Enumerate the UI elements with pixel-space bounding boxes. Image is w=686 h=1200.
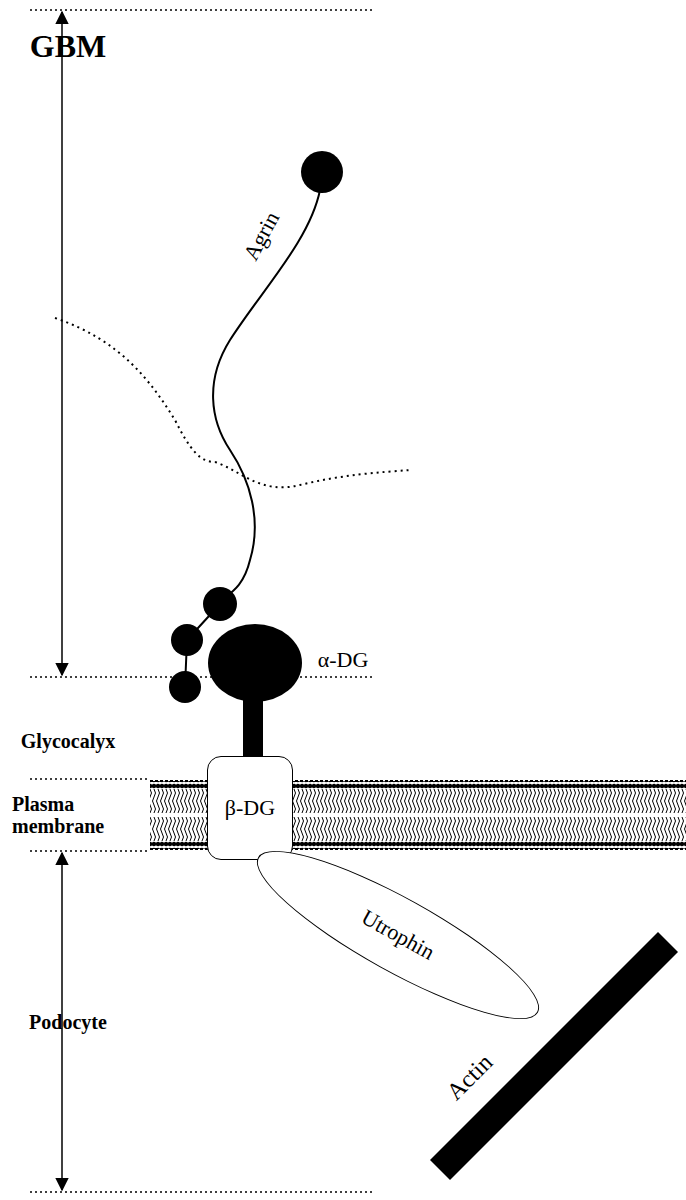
part-label: Agrin xyxy=(239,208,284,265)
agrin-domain xyxy=(203,587,237,621)
part-label: GBM xyxy=(30,29,106,64)
gbm-arrow xyxy=(61,12,63,675)
protein-name: Utrophin xyxy=(357,904,439,965)
agrin-strand xyxy=(213,190,320,600)
part-label: Glycocalyx xyxy=(21,730,115,752)
protein-box: β-DG xyxy=(207,756,293,860)
level-lines xyxy=(30,10,372,1192)
protein-name: β-DG xyxy=(225,795,275,821)
protein-ellipse: Utrophin xyxy=(240,825,556,1045)
part-label: Podocyte xyxy=(29,1011,107,1033)
agrin-domain xyxy=(169,671,201,703)
part-label: Actin xyxy=(442,1049,498,1105)
matrix-fibre xyxy=(55,318,412,487)
agrin-domain xyxy=(171,624,203,656)
agrin-head xyxy=(301,151,343,193)
part-label: Plasma membrane xyxy=(12,793,132,837)
part-label: α-DG xyxy=(318,648,369,672)
